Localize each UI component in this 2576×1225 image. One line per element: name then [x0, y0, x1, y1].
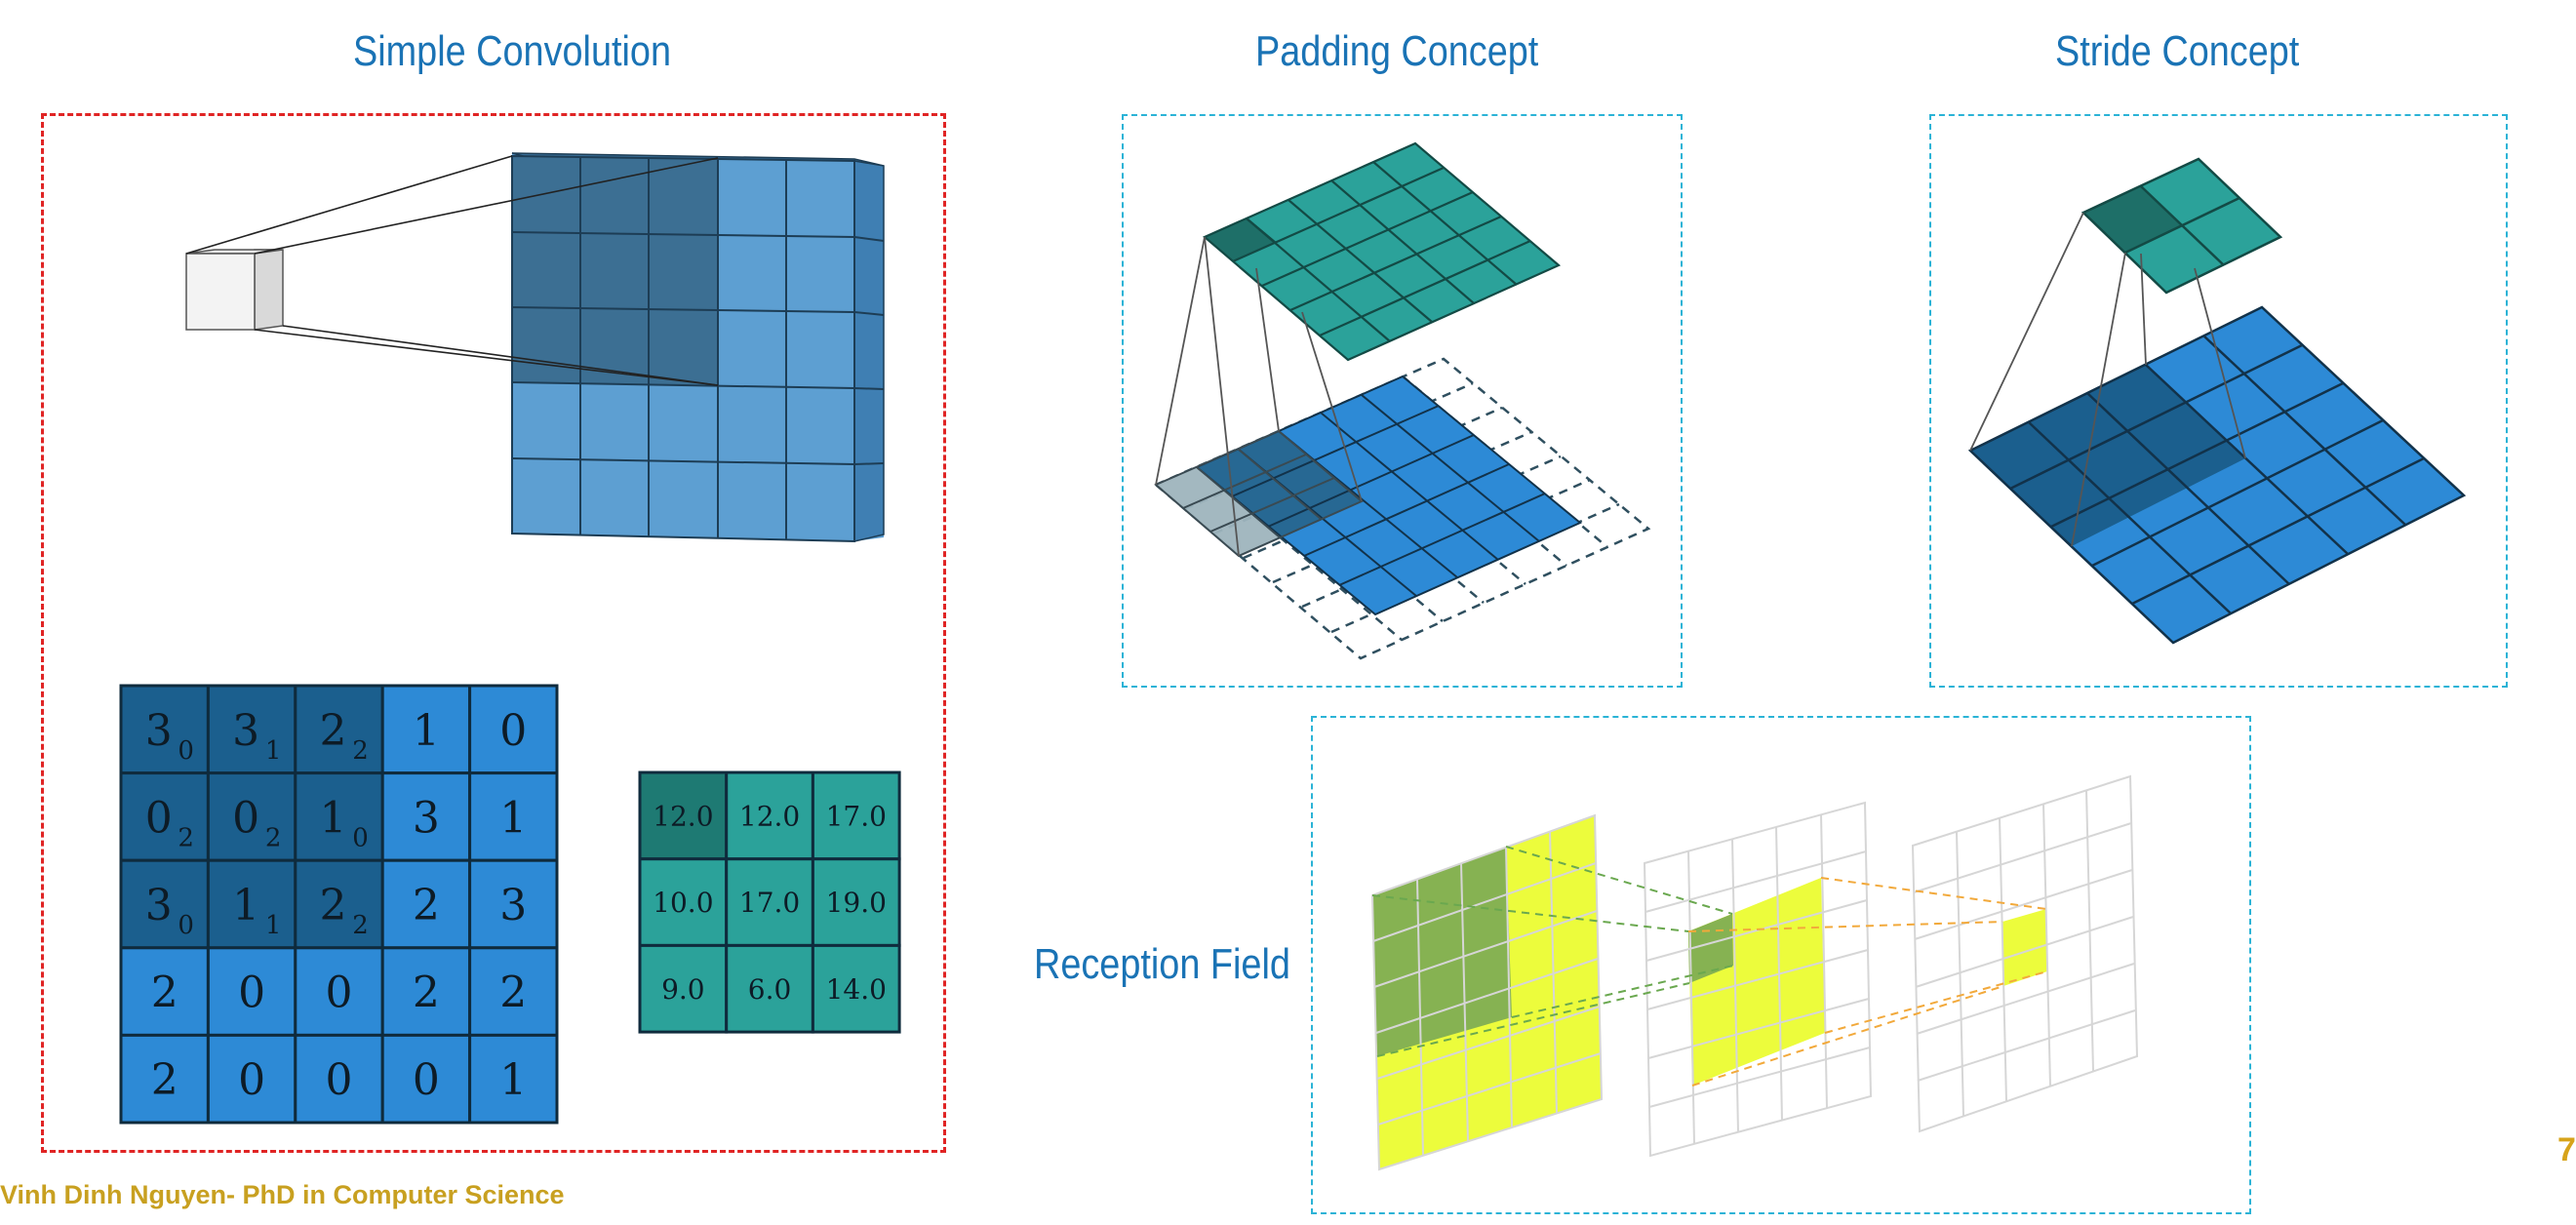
input-matrix-cell [294, 946, 384, 1037]
input-matrix-value: 3 [232, 706, 259, 756]
input-matrix-cell [206, 1033, 297, 1125]
output-matrix-value: 9.0 [661, 973, 705, 1006]
input-matrix-cell [206, 858, 297, 950]
input-matrix-kernel-weight: 0 [352, 823, 369, 852]
input-matrix-value: 1 [413, 706, 440, 756]
stride-concept-title: Stride Concept [2055, 27, 2300, 75]
output-matrix-cell [725, 943, 814, 1034]
input-matrix-value: 2 [499, 968, 527, 1018]
input-matrix-value: 0 [238, 1055, 265, 1105]
input-matrix-value: 0 [499, 706, 527, 756]
reception-field-title: Reception Field [1034, 940, 1290, 988]
input-matrix-value: 2 [413, 881, 440, 930]
input-matrix-value: 1 [320, 793, 347, 843]
input-matrix-value: 0 [232, 793, 259, 843]
input-matrix-value: 0 [326, 1055, 353, 1105]
input-matrix-kernel-weight: 0 [178, 736, 194, 766]
output-matrix-cell [725, 771, 814, 861]
input-matrix-value: 2 [320, 706, 347, 756]
input-matrix-value: 3 [413, 793, 440, 843]
stride-diagram [1967, 157, 2467, 645]
input-matrix-kernel-weight: 2 [178, 823, 194, 852]
padding-diagram [1153, 141, 1651, 660]
input-matrix-value: 1 [499, 1055, 527, 1105]
output-matrix-value: 6.0 [748, 973, 792, 1006]
input-matrix-cell [468, 771, 559, 862]
input-matrix-kernel-weight: 2 [352, 911, 369, 940]
input-matrix-cell [380, 1033, 472, 1125]
output-matrix-cell [811, 771, 901, 861]
output-matrix-value: 17.0 [826, 800, 887, 832]
input-matrix-value: 2 [320, 881, 347, 930]
input-matrix-cell [380, 946, 472, 1037]
input-matrix-value: 1 [499, 793, 527, 843]
input-matrix-cell [206, 771, 297, 862]
output-matrix-value: 12.0 [739, 800, 800, 832]
output-matrix-value: 10.0 [653, 887, 713, 919]
input-matrix-value: 0 [413, 1055, 440, 1105]
output-matrix-value: 14.0 [826, 973, 887, 1006]
output-matrix-cell [811, 943, 901, 1034]
output-matrix-value: 12.0 [653, 800, 713, 832]
input-matrix-kernel-weight: 1 [265, 736, 282, 766]
input-matrix-value: 0 [238, 968, 265, 1018]
input-matrix-cell [206, 946, 297, 1037]
input-matrix-value: 2 [151, 1055, 178, 1105]
input-matrix-value: 0 [145, 793, 173, 843]
output-matrix-cell [638, 943, 729, 1034]
output-matrix-value: 19.0 [826, 887, 887, 919]
stride-concept-frame [1929, 114, 2508, 688]
simple-convolution-frame [41, 113, 946, 1153]
input-volume-3d [185, 152, 885, 543]
input-matrix-kernel-weight: 2 [352, 736, 369, 766]
input-matrix-cell [119, 858, 210, 950]
input-matrix-cell [294, 1033, 384, 1125]
page-number: 7 [2557, 1131, 2576, 1168]
input-matrix-cell [468, 1033, 559, 1125]
input-matrix-value: 3 [145, 706, 173, 756]
input-matrix-cell [468, 858, 559, 950]
input-matrix-cell [380, 771, 472, 862]
input-matrix-kernel-weight: 1 [265, 911, 282, 940]
padding-concept-frame [1122, 114, 1683, 688]
input-matrix-kernel-weight: 0 [178, 911, 194, 940]
padding-concept-title: Padding Concept [1255, 27, 1539, 75]
input-matrix-value: 3 [145, 881, 173, 930]
input-matrix-value: 0 [326, 968, 353, 1018]
input-matrix-value: 1 [232, 881, 259, 930]
output-matrix-cell [725, 857, 814, 947]
input-matrix-cell [119, 1033, 210, 1125]
input-matrix-value: 2 [413, 968, 440, 1018]
output-matrix-cell [811, 857, 901, 947]
input-matrix-cell [119, 771, 210, 862]
input-matrix-value: 2 [151, 968, 178, 1018]
output-matrix: 12.0 12.0 17.0 10.0 17.0 19.0 9.0 6.0 14.0 [638, 771, 901, 1034]
footer-author: Vinh Dinh Nguyen- PhD in Computer Scienc… [0, 1180, 565, 1209]
input-matrix-kernel-weight: 2 [265, 823, 282, 852]
reception-field-frame [1311, 716, 2251, 1214]
input-matrix-value: 3 [499, 881, 527, 930]
reception-field-diagram [1370, 774, 2139, 1171]
simple-convolution-title: Simple Convolution [353, 27, 672, 75]
output-matrix-value: 17.0 [739, 887, 800, 919]
